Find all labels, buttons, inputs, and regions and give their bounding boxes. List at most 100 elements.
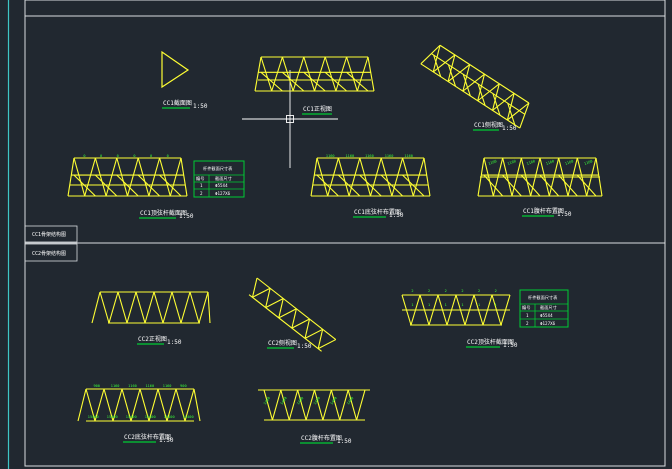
cc2-sec-dim-1: 2	[428, 289, 430, 293]
cc2-bp-bot-dim-0: 15400	[88, 415, 99, 419]
web-diagonal	[169, 157, 182, 197]
cc1-bp-dim-2: 1160	[365, 154, 374, 158]
web-diagonal	[335, 56, 348, 92]
cc1-tp-dim-4: 1160	[564, 159, 574, 166]
web-diagonal	[135, 291, 146, 324]
web-diagonal	[492, 92, 515, 111]
cc2-side-scale: 1:50	[297, 343, 312, 350]
cc2-wp-dim-5: 1400	[346, 396, 354, 405]
cc2-sec-dim-0: 2	[411, 289, 413, 293]
web-diagonal	[282, 71, 305, 92]
cc1-bottom-plan-scale: 1:50	[389, 212, 404, 219]
web-diagonal	[305, 389, 316, 421]
web-diagonal	[492, 93, 501, 116]
cc1-member-table: 杆件截面尺寸表 编号 截面尺寸 1 Φ55X4 2 Φ127X6	[193, 160, 245, 198]
cc1-table-col-size: 截面尺寸	[215, 175, 232, 182]
web-diagonal	[148, 388, 159, 422]
web-diagonal	[112, 388, 123, 422]
cc2-bp-bot-dim-2: 15400	[126, 415, 137, 419]
cc1-fv-dim-5: 0	[167, 154, 169, 158]
web-diagonal	[278, 298, 284, 318]
web-diagonal	[121, 388, 132, 422]
cc1-bottom-plan-truss	[310, 157, 431, 197]
end-post	[420, 44, 441, 65]
cc1-section-scale: 1:50	[193, 103, 208, 110]
web-diagonal	[180, 291, 191, 324]
web-diagonal	[171, 291, 182, 324]
web-diagonal	[304, 328, 323, 339]
web-diagonal	[324, 71, 347, 92]
end-post	[254, 56, 262, 92]
web-diagonal	[313, 389, 324, 421]
web-diagonal	[402, 157, 414, 197]
web-diagonal	[447, 64, 471, 82]
web-diagonal	[162, 291, 173, 324]
cc2-bottom-plan-truss	[77, 388, 201, 422]
cc2-sec-mid-dim-5: 1	[495, 303, 497, 307]
web-diagonal	[477, 73, 486, 101]
cc1-fv-dim-1: 0	[100, 154, 102, 158]
web-diagonal	[265, 288, 271, 308]
web-diagonal	[447, 64, 457, 87]
cc2-side-truss	[248, 277, 337, 352]
cc1-bp-dim-1: 1160	[346, 154, 355, 158]
web-diagonal	[391, 157, 404, 197]
web-diagonal	[260, 71, 283, 92]
cc1-front-title: CC1正视图	[303, 105, 332, 113]
cc1-fv-dim-3: 0	[133, 154, 135, 158]
end-post	[519, 102, 530, 129]
cc1-fv-dim-0: 0	[83, 154, 85, 158]
web-diagonal	[492, 83, 500, 111]
web-diagonal	[297, 389, 307, 421]
cc1-fv-dim-4: 0	[150, 154, 152, 158]
web-diagonal	[260, 56, 273, 92]
cc2-front-truss	[91, 291, 211, 324]
web-diagonal	[144, 291, 155, 324]
web-diagonal	[288, 389, 299, 421]
web-diagonal	[346, 56, 358, 92]
web-diagonal	[175, 388, 186, 422]
web-diagonal	[94, 157, 107, 197]
cc1-triangle-section	[161, 50, 190, 89]
web-diagonal	[137, 157, 150, 197]
cc2-table-row2-id: 2	[526, 321, 529, 326]
web-diagonal	[105, 157, 118, 197]
cc1-bottom-plan-title: CC1底弦杆布置图	[354, 208, 401, 216]
cc2-sec-mid-dim-2: 1	[445, 303, 447, 307]
cc2-sec-mid-dim-1: 1	[428, 303, 430, 307]
cc1-tp-dim-5: 1160	[584, 159, 594, 166]
cc1-front-truss	[254, 56, 375, 92]
cc1-top-plan-truss	[477, 157, 603, 197]
web-diagonal	[369, 157, 382, 197]
web-diagonal	[189, 291, 200, 324]
web-diagonal	[263, 389, 273, 421]
cc1-section-title: CC1截面图	[163, 99, 192, 107]
cc2-side-title: CC2侧视图	[268, 339, 297, 347]
web-diagonal	[576, 174, 597, 197]
cc2-bottom-plan-title: CC2底弦杆布置图	[124, 433, 171, 441]
end-post	[423, 157, 431, 197]
cc1-bp-dim-4: 1160	[404, 154, 413, 158]
web-diagonal	[337, 157, 350, 197]
web-diagonal	[346, 71, 369, 92]
web-diagonal	[317, 329, 324, 349]
cc2-wp-dim-0: 1400	[263, 396, 271, 405]
web-diagonal	[148, 157, 161, 197]
cc1-bp-dim-3: 1160	[385, 154, 394, 158]
cc1-table-col-id: 编号	[196, 175, 204, 182]
end-post	[67, 157, 75, 197]
web-diagonal	[502, 174, 522, 197]
web-diagonal	[157, 388, 168, 422]
web-diagonal	[280, 389, 290, 421]
side-label-cc2: CC2骨架结构图	[32, 250, 66, 257]
cc2-bp-bot-dim-5: 15400	[183, 415, 194, 419]
web-diagonal	[316, 157, 329, 197]
end-post	[310, 157, 318, 197]
cc1-fv-dim-2: 0	[117, 154, 119, 158]
